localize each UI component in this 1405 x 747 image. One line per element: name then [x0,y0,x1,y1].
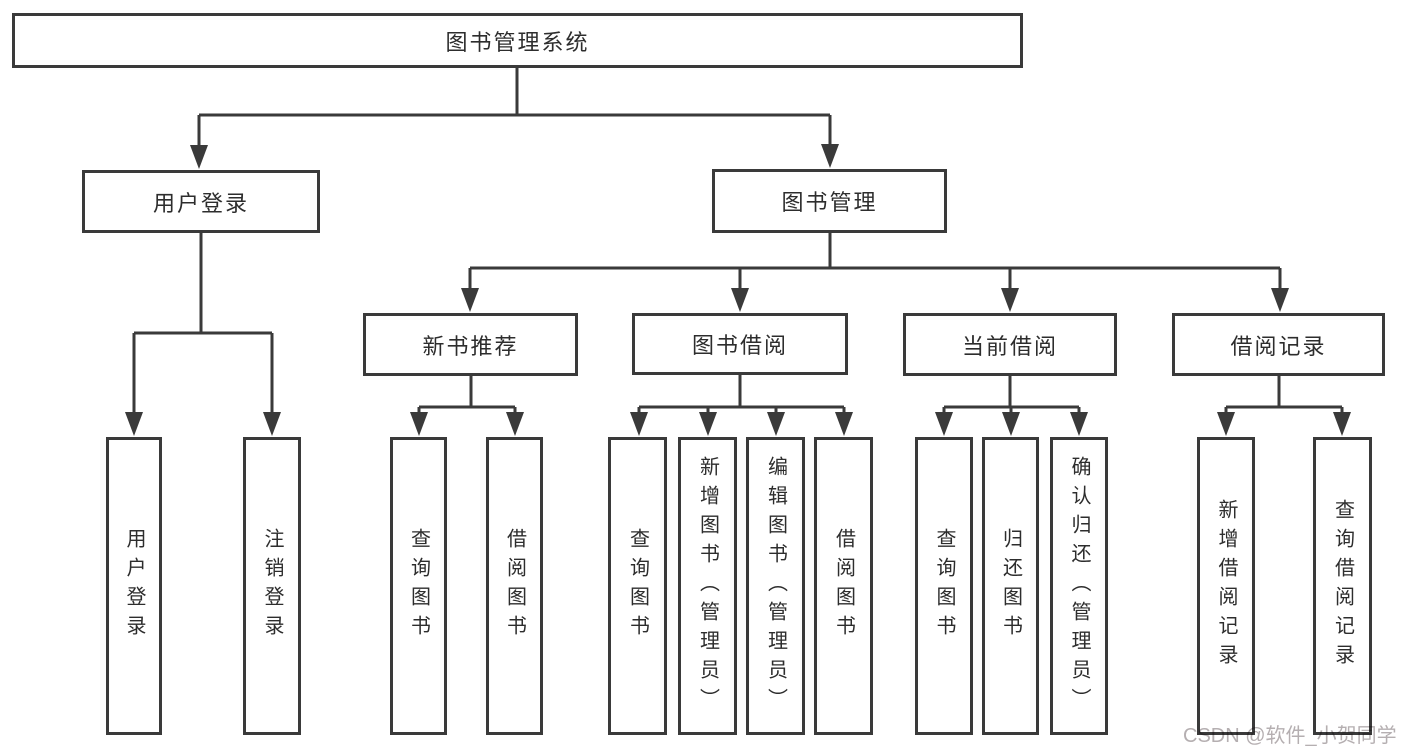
node-label: 借阅记录 [1230,333,1327,359]
node-library-management-system: 图书管理系统 [12,13,1023,68]
node-book-borrowing: 图书借阅 [632,313,848,375]
node-query-books-2: 查询图书 [608,437,667,735]
node-label: 图书借阅 [691,333,788,358]
node-return-books: 归还图书 [982,437,1039,735]
arrow-down-icon [1070,412,1088,436]
node-label: 查询图书 [407,528,430,644]
arrow-down-icon [1271,288,1289,312]
arrow-down-icon [731,288,749,312]
node-label: 用户登录 [123,528,145,644]
node-query-books-1: 查询图书 [390,437,447,735]
arrow-down-icon [699,412,717,436]
arrow-down-icon [835,412,853,436]
arrow-down-icon [506,412,524,436]
node-logout: 注销登录 [243,437,301,735]
arrow-down-icon [461,288,479,312]
node-user-login: 用户登录 [82,170,320,233]
arrow-down-icon [1002,412,1020,436]
node-label: 新增图书（管理员） [696,455,719,717]
node-book-management: 图书管理 [712,169,947,233]
connector-newbookrec-to-children [417,376,517,415]
node-label: 查询图书 [933,528,955,644]
csdn-watermark: CSDN @软件_小贺同学 [1183,725,1397,747]
node-label: 借阅图书 [503,528,526,644]
arrow-down-icon [1001,288,1019,312]
node-current-borrowing: 当前借阅 [903,313,1117,376]
node-label: 新增借阅记录 [1215,499,1237,673]
connector-currentborrow-to-children [942,376,1081,415]
arrowheads [125,144,1351,436]
node-query-borrow-record: 查询借阅记录 [1313,437,1372,735]
connector-bookmgmt-to-level2 [468,233,1282,291]
node-edit-books-admin: 编辑图书（管理员） [746,437,805,735]
arrow-down-icon [1333,412,1351,436]
node-label: 确认归还（管理员） [1068,455,1090,717]
node-add-books-admin: 新增图书（管理员） [678,437,737,735]
node-label: 新书推荐 [422,333,519,359]
node-label: 当前借阅 [961,333,1058,359]
node-borrow-records: 借阅记录 [1172,313,1385,376]
node-confirm-return-admin: 确认归还（管理员） [1050,437,1108,735]
connector-borrowrecord-to-children [1224,376,1344,415]
arrow-down-icon [821,144,839,168]
node-label: 编辑图书（管理员） [764,455,787,717]
arrow-down-icon [630,412,648,436]
node-borrow-books-1: 借阅图书 [486,437,543,735]
arrow-down-icon [935,412,953,436]
connector-userlogin-to-children [132,233,274,415]
arrow-down-icon [125,412,143,436]
node-borrow-books-2: 借阅图书 [814,437,873,735]
node-query-books-3: 查询图书 [915,437,973,735]
node-label: 查询借阅记录 [1331,499,1354,673]
node-label: 用户登录 [152,190,249,216]
node-label: 注销登录 [261,528,283,644]
arrow-down-icon [1217,412,1235,436]
node-add-borrow-record: 新增借阅记录 [1197,437,1255,735]
connector-root-to-level1 [197,67,832,147]
arrow-down-icon [410,412,428,436]
connector-bookborrow-to-children [637,375,846,415]
arrow-down-icon [263,412,281,436]
node-label: 查询图书 [626,528,649,644]
arrow-down-icon [767,412,785,436]
node-label: 图书管理系统 [445,29,590,55]
node-new-book-recommend: 新书推荐 [363,313,578,376]
node-user-login-leaf: 用户登录 [106,437,162,735]
node-label: 图书管理 [781,190,878,215]
arrow-down-icon [190,145,208,169]
node-label: 归还图书 [999,528,1022,644]
node-label: 借阅图书 [832,528,855,644]
